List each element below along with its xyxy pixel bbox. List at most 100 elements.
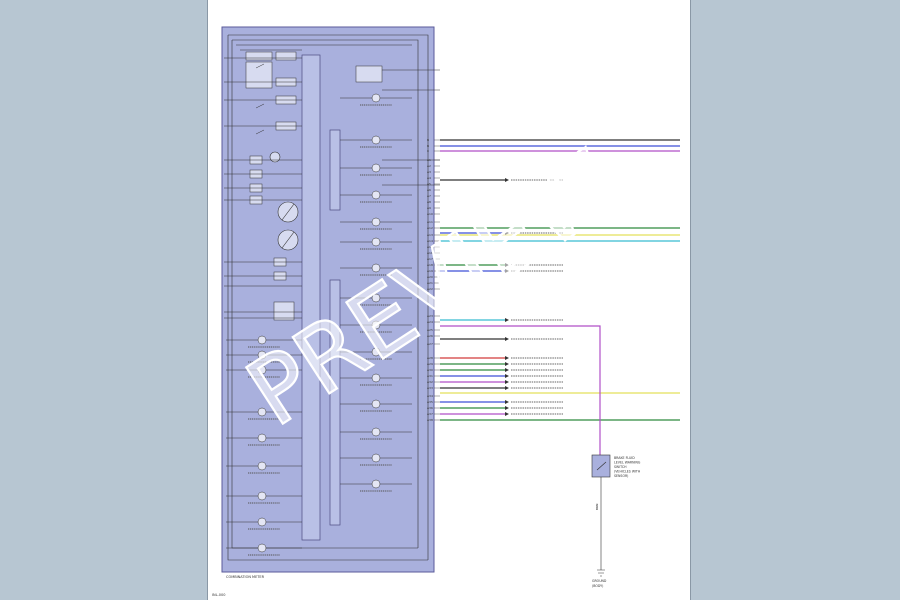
sensor-label-line: SENSOR) xyxy=(614,474,628,478)
indicator-lamp xyxy=(371,320,381,330)
sensor-label-line: BRAKE FLUID xyxy=(614,456,635,460)
indicator-lamp xyxy=(371,373,381,383)
indicator-lamp xyxy=(257,365,267,375)
terminal-label: B xyxy=(427,144,429,148)
terminal-label: A36 xyxy=(427,406,433,410)
internal-wiring xyxy=(224,57,440,319)
terminal-label: A19 xyxy=(427,269,433,273)
indicator-lamp xyxy=(371,217,381,227)
terminal-label: A33 xyxy=(427,386,433,390)
ground-label-line: (BODY) xyxy=(592,584,603,588)
terminal-label: A26 xyxy=(427,334,433,338)
wire-arrow xyxy=(505,412,509,416)
wire-arrow xyxy=(505,362,509,366)
switch-contact xyxy=(255,129,265,135)
wire-arrow xyxy=(505,406,509,410)
terminal-label: A27 xyxy=(427,342,433,346)
switch-contact xyxy=(255,103,265,109)
indicator-lamp xyxy=(257,350,267,360)
wire-arrow xyxy=(505,318,509,322)
terminal-label: A10 xyxy=(427,212,433,216)
brake-fluid-level-switch xyxy=(440,325,611,577)
wire-arrow xyxy=(505,380,509,384)
terminal-label: A16 xyxy=(427,251,433,255)
sensor-label-line: (VEHICLES WITH xyxy=(614,470,641,474)
wire-arrow xyxy=(505,269,509,273)
wire-arrow xyxy=(505,263,509,267)
terminal-label: A2 xyxy=(427,164,431,168)
terminal-label: A31 xyxy=(427,374,433,378)
switch-contact xyxy=(255,63,265,69)
terminal-label: A20 xyxy=(427,275,433,279)
indicator-bus xyxy=(329,279,341,526)
terminal-label: A38 xyxy=(427,418,433,422)
terminal-label: A13 xyxy=(427,233,433,237)
wire-arrow xyxy=(505,178,509,182)
indicator-lamp xyxy=(371,93,381,103)
terminal-label: A11 xyxy=(427,220,433,224)
indicator-lamp xyxy=(371,135,381,145)
terminal-label: A24 xyxy=(427,320,433,324)
terminal-label: A22 xyxy=(427,287,433,291)
ground-label-line: GROUND xyxy=(592,579,607,583)
terminal-label: A15 xyxy=(427,245,433,249)
page-reference: INL-000 xyxy=(212,593,225,597)
terminal-label: A37 xyxy=(427,412,433,416)
terminal-label: A9 xyxy=(427,206,431,210)
sensor-label-line: LEVEL WARNING xyxy=(614,461,641,465)
terminal-label: A5 xyxy=(427,182,431,186)
indicator-lamp xyxy=(371,293,381,303)
terminal-label: A18 xyxy=(427,263,433,267)
indicator-lamp xyxy=(371,399,381,409)
indicator-lamp xyxy=(371,347,381,357)
wire-arrow xyxy=(505,374,509,378)
indicator-lamp xyxy=(257,461,267,471)
combination-meter-panel xyxy=(221,26,435,573)
wire-arrow xyxy=(505,337,509,341)
terminal-label: A35 xyxy=(427,400,433,404)
terminal-label: B xyxy=(427,138,429,142)
terminal-label: A7 xyxy=(427,194,431,198)
terminal-label: A12 xyxy=(427,226,433,230)
indicator-lamps-right xyxy=(340,93,412,492)
sensor-wire-label: BRN xyxy=(595,504,599,510)
terminal-label: A23 xyxy=(427,314,433,318)
indicator-lamp xyxy=(257,335,267,345)
indicator-lamp xyxy=(371,479,381,489)
indicator-lamp xyxy=(371,163,381,173)
wire-arrow xyxy=(505,368,509,372)
indicator-lamps-left xyxy=(226,335,302,556)
destination-arrows xyxy=(505,178,563,416)
cpu-bus xyxy=(301,54,321,541)
terminal-label: A34 xyxy=(427,394,433,398)
indicator-lamp xyxy=(371,453,381,463)
terminal-label: A28 xyxy=(427,356,433,360)
panel-label: COMBINATION METER xyxy=(226,575,265,579)
terminal-label: C xyxy=(427,149,429,153)
wire-arrow xyxy=(505,386,509,390)
wire-arrow xyxy=(505,400,509,404)
terminal-label: A17 xyxy=(427,257,433,261)
indicator-lamp xyxy=(257,491,267,501)
indicator-lamp xyxy=(257,433,267,443)
indicator-lamp xyxy=(257,517,267,527)
indicator-lamp xyxy=(371,190,381,200)
external-wires xyxy=(440,139,680,421)
gauges xyxy=(269,151,299,251)
connector-terminals: BBCA1A2A3A4A5A6A7A8A9A10A11A12A13A14A15A… xyxy=(427,138,440,422)
indicator-lamp xyxy=(371,427,381,437)
terminal-label: A3 xyxy=(427,170,431,174)
terminal-label: A25 xyxy=(427,328,433,332)
terminal-label: A6 xyxy=(427,188,431,192)
sensor-label-line: SWITCH xyxy=(614,465,627,469)
wire-arrow xyxy=(505,231,509,235)
illumination-bus xyxy=(329,129,341,211)
terminal-label: A32 xyxy=(427,380,433,384)
indicator-lamp xyxy=(371,237,381,247)
indicator-lamp xyxy=(257,407,267,417)
terminal-label: A29 xyxy=(427,362,433,366)
terminal-label: A4 xyxy=(427,176,431,180)
wire-arrow xyxy=(505,356,509,360)
terminal-label: A1 xyxy=(427,158,431,162)
